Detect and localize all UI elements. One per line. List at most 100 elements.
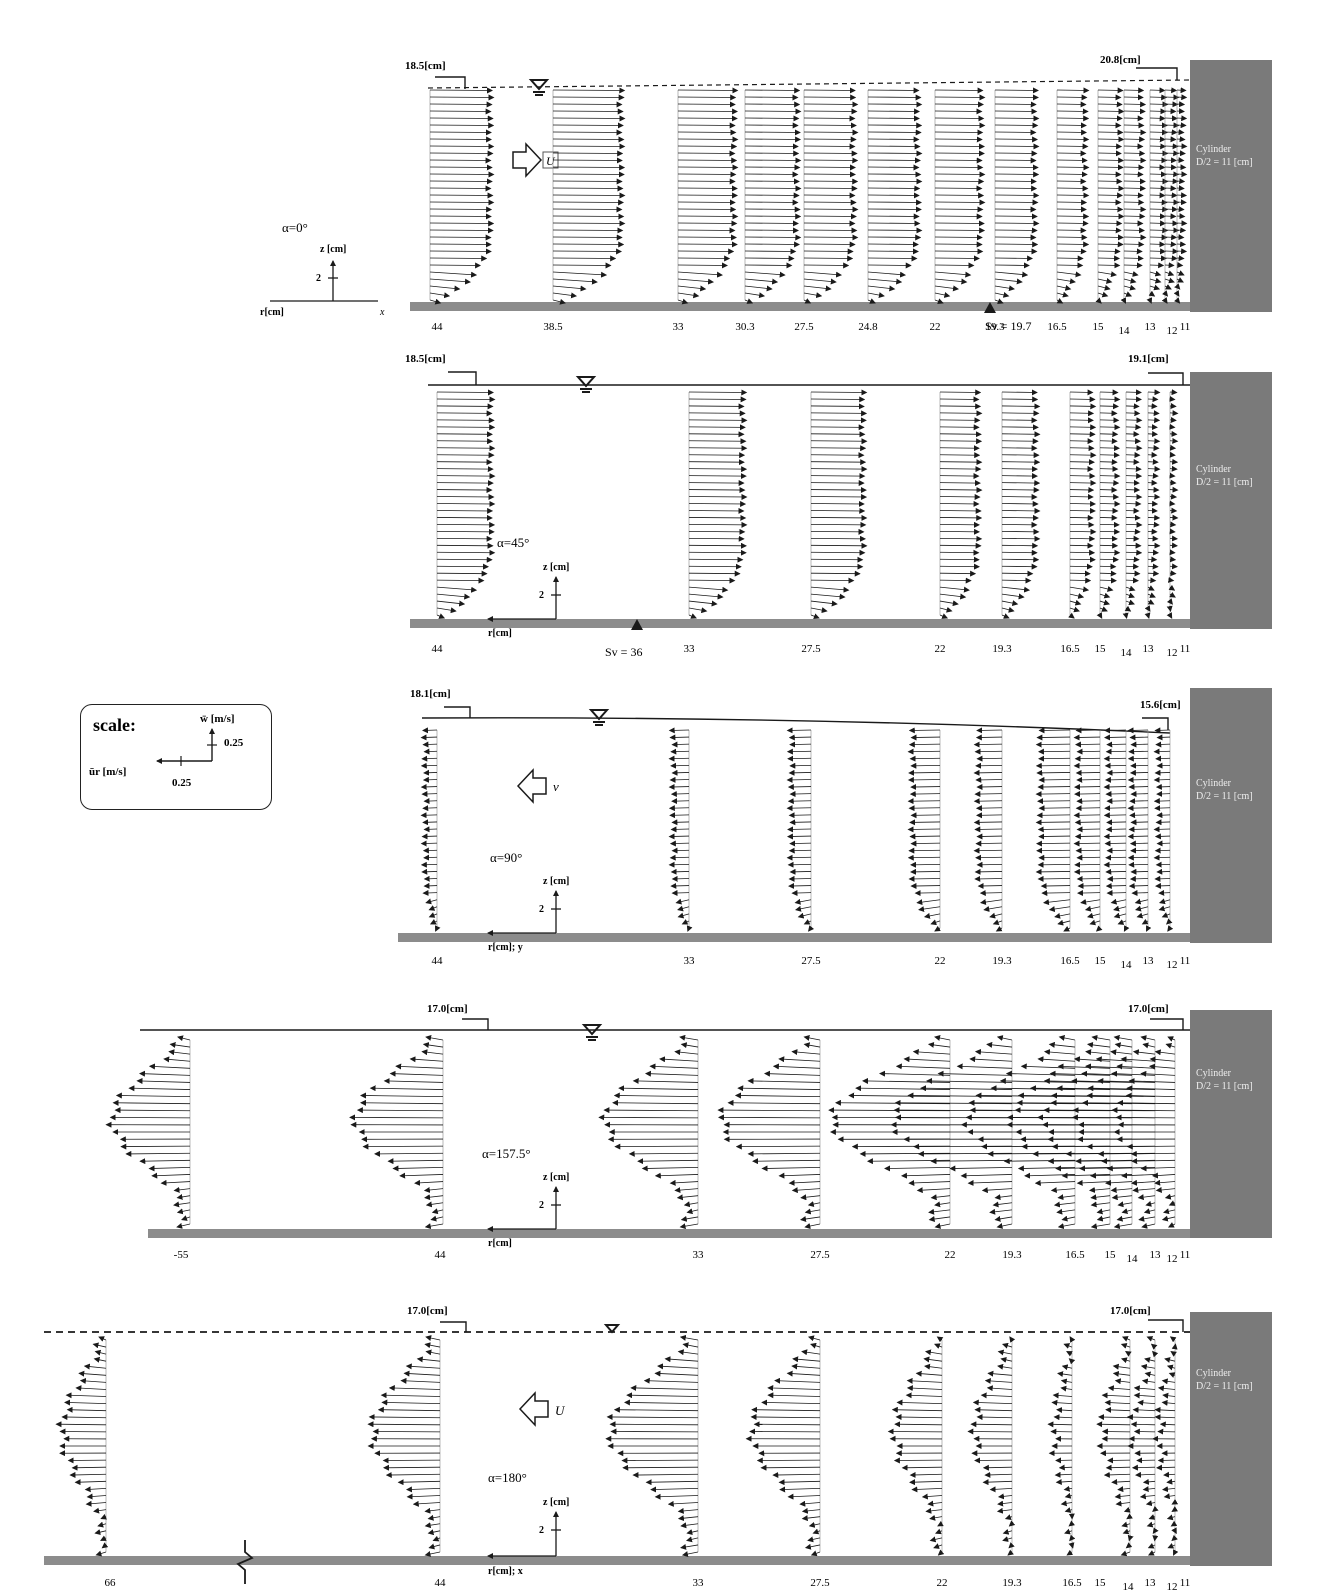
velocity-vector bbox=[787, 783, 812, 790]
velocity-vector bbox=[996, 1223, 1013, 1229]
velocity-vector bbox=[744, 262, 793, 269]
velocity-vector bbox=[1146, 297, 1153, 304]
velocity-vector bbox=[867, 164, 920, 171]
station-label: 14 bbox=[1119, 325, 1131, 337]
velocity-vector bbox=[934, 101, 985, 108]
velocity-vector bbox=[1123, 277, 1137, 284]
velocity-vector bbox=[934, 108, 983, 115]
velocity-vector bbox=[114, 1107, 191, 1114]
velocity-vector bbox=[1125, 403, 1140, 410]
velocity-vector bbox=[626, 1392, 699, 1399]
velocity-vector bbox=[744, 292, 766, 299]
velocity-vector bbox=[677, 234, 738, 241]
velocity-vector bbox=[1127, 854, 1149, 861]
velocity-vector bbox=[630, 1384, 699, 1391]
velocity-vector bbox=[918, 906, 941, 913]
velocity-vector bbox=[425, 898, 438, 905]
velocity-vector bbox=[1097, 291, 1109, 298]
station-label: 33 bbox=[693, 1249, 705, 1261]
velocity-vector bbox=[867, 285, 896, 292]
velocity-vector bbox=[1146, 1521, 1156, 1528]
velocity-vector bbox=[618, 1085, 699, 1092]
velocity-vector bbox=[606, 1413, 699, 1420]
velocity-vector bbox=[436, 438, 494, 445]
velocity-vector bbox=[1149, 270, 1162, 277]
velocity-vector bbox=[848, 1092, 951, 1099]
velocity-vector bbox=[807, 1335, 821, 1342]
velocity-vector bbox=[1002, 1342, 1013, 1349]
velocity-vector bbox=[1123, 171, 1144, 178]
velocity-vector bbox=[934, 164, 984, 171]
velocity-vector bbox=[907, 776, 941, 783]
velocity-vector bbox=[1168, 1372, 1176, 1378]
velocity-vector bbox=[1126, 1513, 1133, 1520]
velocity-vector bbox=[1000, 1356, 1013, 1363]
velocity-vector bbox=[1154, 875, 1171, 882]
velocity-vector bbox=[1125, 479, 1140, 486]
cylinder-label: Cylinder bbox=[1196, 1068, 1232, 1079]
velocity-vector bbox=[976, 755, 1003, 762]
velocity-vector bbox=[928, 1216, 951, 1222]
velocity-vector bbox=[1120, 1056, 1156, 1063]
velocity-vector bbox=[1076, 748, 1101, 755]
velocity-vector bbox=[1164, 241, 1177, 248]
velocity-vector bbox=[677, 164, 739, 171]
velocity-vector bbox=[688, 563, 742, 570]
velocity-vector bbox=[1147, 563, 1159, 570]
velocity-vector bbox=[803, 129, 859, 136]
velocity-vector bbox=[670, 748, 690, 755]
velocity-vector bbox=[1001, 396, 1039, 403]
velocity-vector bbox=[939, 514, 983, 521]
velocity-vector bbox=[670, 762, 690, 769]
velocity-vector bbox=[867, 234, 922, 241]
depth-marker-right bbox=[1142, 717, 1169, 730]
velocity-vector bbox=[1001, 480, 1041, 487]
velocity-vector bbox=[552, 227, 624, 234]
velocity-vector bbox=[939, 556, 980, 563]
velocity-vector bbox=[789, 868, 812, 875]
velocity-vector bbox=[1099, 466, 1119, 473]
velocity-vector bbox=[552, 157, 623, 164]
velocity-vector bbox=[1097, 284, 1111, 291]
velocity-vector bbox=[867, 150, 923, 157]
velocity-vector bbox=[1001, 606, 1015, 613]
velocity-vector bbox=[176, 1193, 191, 1200]
velocity-vector bbox=[1063, 1485, 1073, 1492]
velocity-vector bbox=[1169, 430, 1178, 437]
velocity-vector bbox=[1101, 1158, 1156, 1165]
velocity-vector bbox=[1001, 452, 1040, 459]
velocity-vector bbox=[1123, 241, 1145, 248]
velocity-vector bbox=[810, 613, 820, 620]
velocity-vector bbox=[677, 1507, 699, 1514]
station-label: 15 bbox=[1093, 321, 1105, 333]
velocity-vector bbox=[786, 805, 812, 812]
velocity-vector bbox=[803, 234, 859, 241]
velocity-vector bbox=[934, 298, 944, 305]
velocity-vector bbox=[934, 285, 960, 292]
velocity-vector bbox=[1068, 612, 1075, 619]
velocity-vector bbox=[623, 1399, 699, 1406]
velocity-vector bbox=[787, 1493, 821, 1500]
velocity-vector bbox=[1068, 1358, 1076, 1365]
velocity-vector bbox=[976, 861, 1003, 868]
velocity-vector bbox=[1176, 115, 1188, 122]
velocity-vector bbox=[395, 1063, 444, 1070]
velocity-vector bbox=[1057, 1194, 1076, 1201]
velocity-vector bbox=[79, 1377, 107, 1384]
velocity-vector bbox=[803, 1042, 821, 1049]
station-label: 66 bbox=[105, 1577, 117, 1589]
velocity-vector bbox=[1099, 542, 1119, 549]
velocity-vector bbox=[920, 1085, 1013, 1092]
velocity-vector bbox=[774, 1377, 821, 1384]
velocity-vector bbox=[1139, 1493, 1156, 1500]
velocity-vector bbox=[1036, 847, 1071, 854]
velocity-vector bbox=[908, 805, 941, 812]
velocity-vector bbox=[1110, 1049, 1133, 1056]
alpha-label: α=157.5° bbox=[482, 1146, 531, 1161]
velocity-vector bbox=[744, 143, 799, 150]
velocity-vector bbox=[1137, 1399, 1156, 1406]
velocity-vector bbox=[1037, 783, 1071, 790]
velocity-vector bbox=[812, 1528, 821, 1535]
flow-label: U bbox=[555, 1403, 566, 1418]
velocity-vector bbox=[867, 178, 923, 185]
